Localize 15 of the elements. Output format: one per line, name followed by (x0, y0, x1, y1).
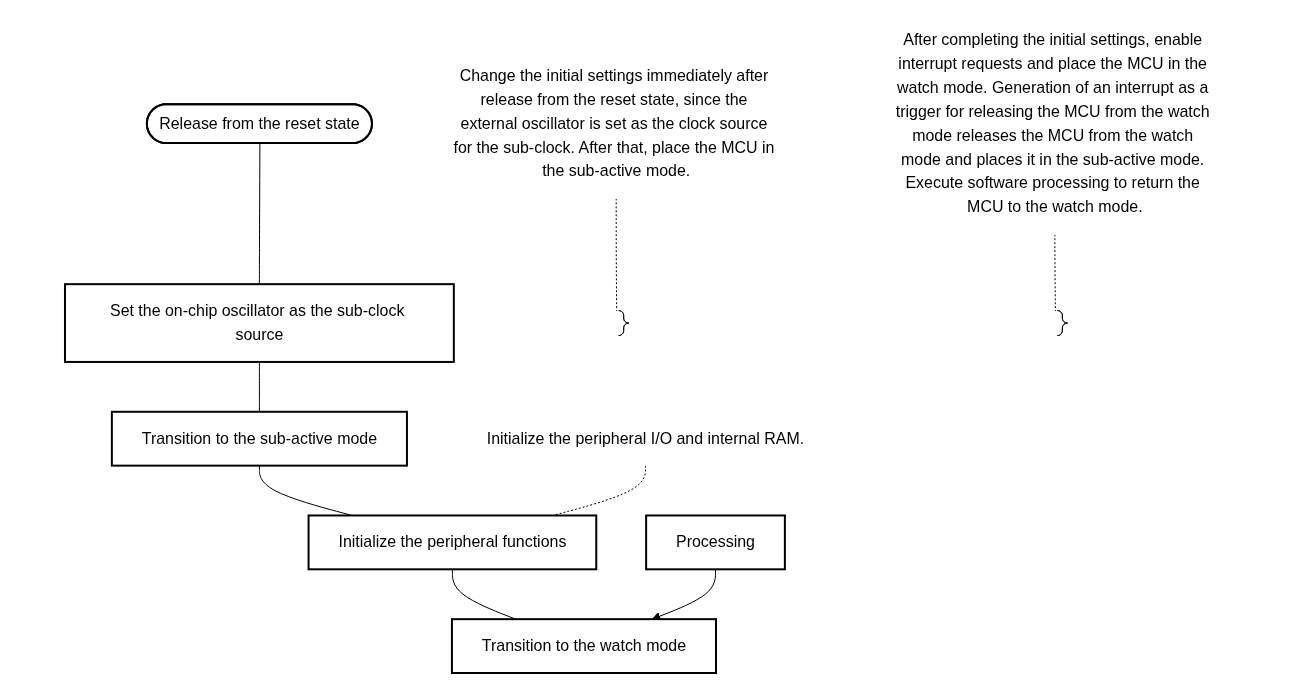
node-brace (1057, 310, 1069, 336)
node-box: Transition to the sub-active mode (111, 410, 409, 467)
connector (259, 361, 261, 413)
node-text: After completing the initial settings, enable interrupt requests and place the MCU in the watch mode. Generation of an interrupt as a trigger for releasing the MCU from the watch mode releases the MCU from the watch mode and places it in the sub-active mode. Execute software processing to return the MCU to the watch mode. (896, 30, 1210, 216)
node-box: Transition to the watch mode (451, 618, 718, 674)
arrow (652, 568, 717, 621)
node-box: Initialize the peripheral functions (307, 514, 598, 571)
node-box: Set the on-chip oscillator as the sub-clock source (64, 283, 456, 363)
node-box: Processing (645, 514, 787, 571)
connector (259, 143, 261, 285)
connector (1054, 233, 1057, 312)
node-text: Change the initial settings immediately after release from the reset state, since the external oscillator is set as the clock source for the sub-clock. After that, place the MCU in the sub-active mode. (453, 66, 775, 180)
node-text: Initialize the peripheral I/O and internal RAM. (487, 429, 805, 447)
connector (616, 197, 618, 312)
node-brace (618, 310, 630, 336)
